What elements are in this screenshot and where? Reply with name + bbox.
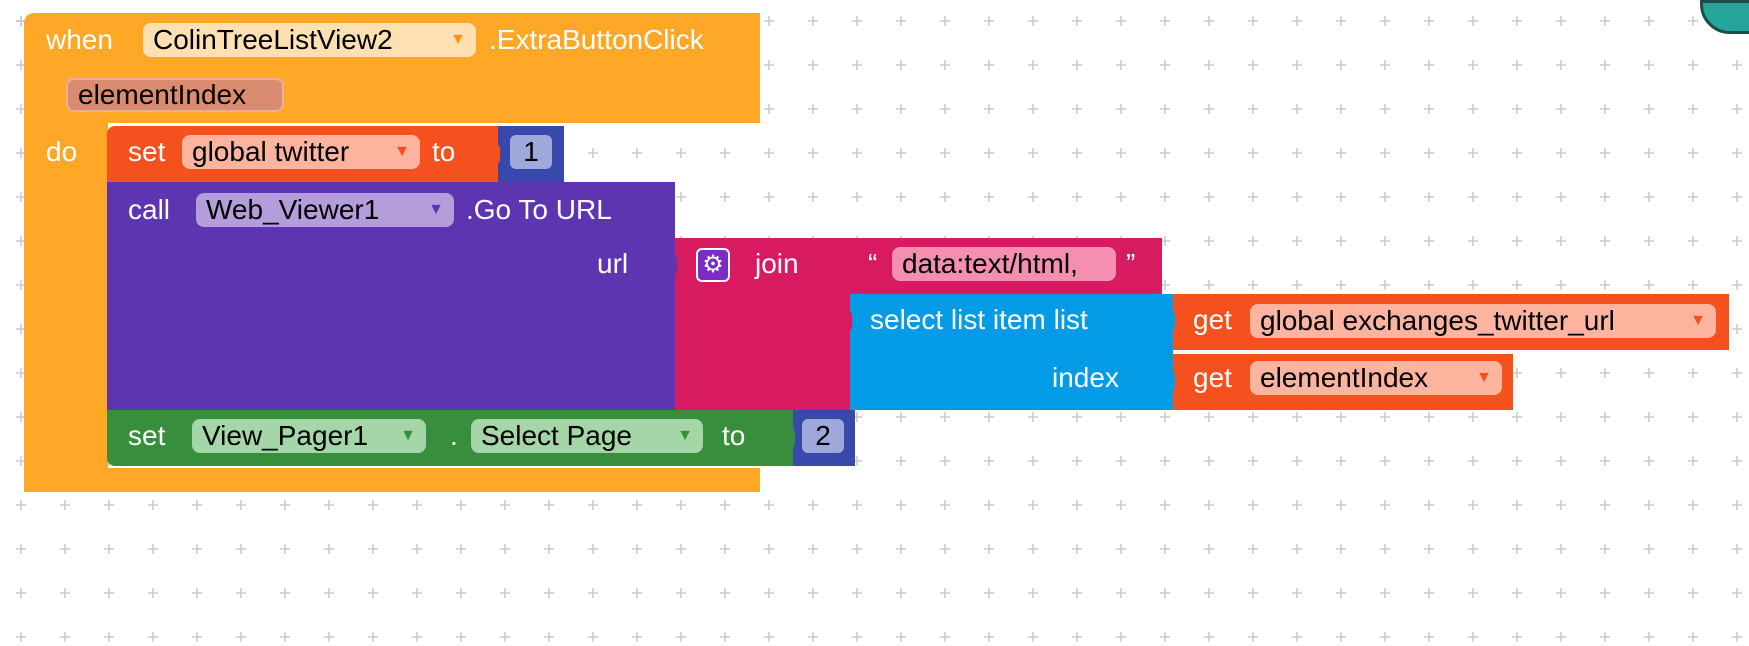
dropdown-arrow-icon: ▼ (677, 427, 693, 444)
gear-icon[interactable]: ⚙ (696, 248, 730, 282)
dropdown-arrow-icon: ▼ (450, 31, 466, 48)
number-value-2[interactable]: 2 (802, 419, 844, 453)
component-dropdown-colintreelistview2[interactable]: ColinTreeListView2 ▼ (143, 23, 476, 57)
event-block-do-arm (24, 120, 108, 492)
text-value: data:text/html, (902, 248, 1078, 279)
index-label: index (1052, 362, 1119, 393)
do-label: do (46, 136, 78, 167)
dropdown-value: global exchanges_twitter_url (1260, 305, 1615, 336)
get-label: get (1193, 304, 1232, 335)
select-list-item-label: select list item list (870, 304, 1088, 335)
socket-tab (785, 427, 795, 449)
join-label: join (755, 248, 799, 279)
socket-tab (1165, 310, 1175, 332)
component-dropdown-view-pager1[interactable]: View_Pager1 ▼ (192, 419, 426, 453)
to-label: to (432, 136, 456, 167)
to-label: to (722, 420, 746, 451)
socket-tab (1165, 370, 1175, 392)
dot-label: . (450, 420, 458, 451)
param-elementindex[interactable]: elementIndex (66, 78, 284, 112)
variable-dropdown-global-twitter[interactable]: global twitter ▼ (182, 135, 420, 169)
close-quote: ” (1126, 248, 1136, 279)
url-label: url (597, 248, 629, 279)
event-name-label: .ExtraButtonClick (489, 24, 704, 55)
socket-tab (842, 254, 852, 276)
method-label: .Go To URL (466, 194, 612, 225)
event-block-bottom (24, 468, 760, 492)
when-label: when (46, 24, 113, 55)
set-label: set (128, 136, 166, 167)
open-quote: “ (868, 248, 878, 279)
dropdown-arrow-icon: ▼ (1476, 369, 1492, 386)
set-label: set (128, 420, 166, 451)
select-list-item-block[interactable] (850, 294, 1173, 410)
get-label: get (1193, 362, 1232, 393)
text-value-field[interactable]: data:text/html, (892, 247, 1116, 281)
dropdown-arrow-icon: ▼ (400, 427, 416, 444)
dropdown-value: Web_Viewer1 (206, 194, 380, 225)
dropdown-value: global twitter (192, 136, 350, 167)
socket-tab (842, 310, 852, 332)
call-label: call (128, 194, 171, 225)
socket-tab (667, 254, 677, 276)
dropdown-arrow-icon: ▼ (428, 201, 444, 218)
dropdown-value: elementIndex (1260, 362, 1429, 393)
component-dropdown-web-viewer1[interactable]: Web_Viewer1 ▼ (196, 193, 454, 227)
dropdown-value: ColinTreeListView2 (153, 24, 393, 55)
socket-tab (490, 143, 500, 165)
dropdown-value: Select Page (481, 420, 632, 451)
number-value-1[interactable]: 1 (510, 135, 552, 169)
variable-dropdown-global-exchanges-twitter-url[interactable]: global exchanges_twitter_url ▼ (1250, 304, 1716, 338)
property-dropdown-select-page[interactable]: Select Page ▼ (471, 419, 703, 453)
dropdown-value: View_Pager1 (202, 420, 369, 451)
param-label: elementIndex (78, 79, 247, 110)
variable-dropdown-elementindex[interactable]: elementIndex ▼ (1250, 361, 1502, 395)
dropdown-arrow-icon: ▼ (394, 143, 410, 160)
dropdown-arrow-icon: ▼ (1690, 312, 1706, 329)
